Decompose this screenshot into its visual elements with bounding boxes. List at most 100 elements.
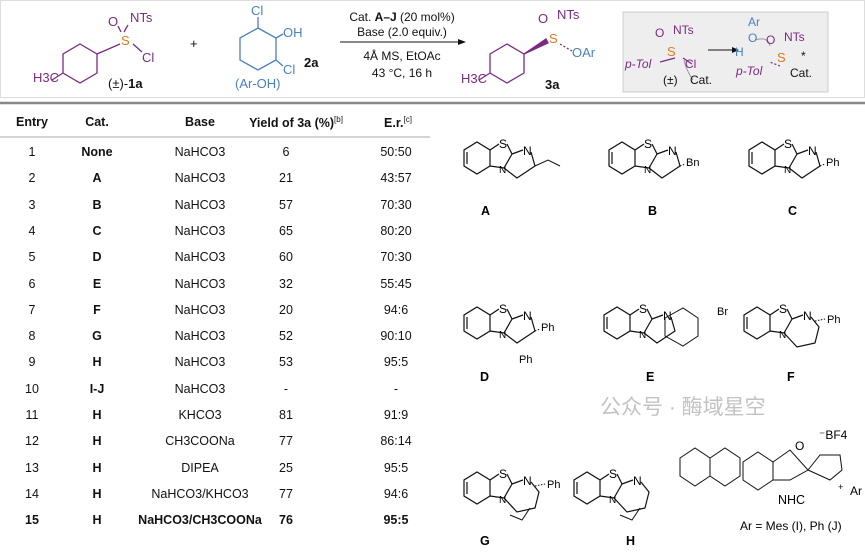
naphthyl-ring-2 — [709, 447, 741, 487]
nhc-label: NHC — [778, 493, 805, 507]
sulfur-atom: S — [609, 467, 617, 481]
r2-oh: OH — [283, 25, 303, 40]
hashed-bond — [534, 483, 546, 487]
nhc-structure — [742, 449, 843, 491]
cell-cat: H — [92, 355, 102, 370]
m-o2: O — [748, 31, 758, 45]
sulfur-atom: S — [499, 137, 507, 151]
cell-er: 94:6 — [383, 486, 409, 501]
cond-suffix: (20 mol%) — [396, 10, 455, 24]
sulfur-atom: S — [779, 302, 787, 316]
cell-yield: 60 — [279, 250, 293, 265]
cell-entry: 11 — [25, 408, 39, 422]
cell-cat: H — [92, 434, 102, 449]
cell-cat: E — [92, 276, 102, 291]
cell-base: NaHCO3 — [174, 171, 226, 186]
nitrogen-atom: N — [523, 309, 532, 323]
indane-ring — [664, 307, 699, 347]
sulfur-atom: S — [639, 302, 647, 316]
positive-charge: + — [838, 482, 843, 492]
p-label: 3a — [545, 77, 560, 92]
nitrogen-atom: N — [779, 330, 786, 341]
p-s: S — [549, 31, 558, 46]
cell-entry: 5 — [28, 250, 36, 265]
nitrogen-atom: N — [523, 144, 532, 158]
m-s: S — [667, 44, 676, 59]
cell-yield: 76 — [279, 513, 293, 528]
cell-base: DIPEA — [181, 460, 219, 475]
bromo-substituent: Br — [717, 306, 728, 318]
cell-entry: 13 — [25, 460, 39, 475]
p-h3c: H3C — [461, 71, 488, 86]
cell-entry: 7 — [28, 302, 36, 317]
condition-base: Base (2.0 equiv.) — [357, 25, 447, 39]
catalyst-label-H: H — [626, 534, 635, 548]
cell-yield: 57 — [279, 197, 293, 212]
sulfur-atom: S — [784, 137, 792, 151]
cell-er: 94:6 — [383, 302, 409, 317]
m-o3: O — [766, 33, 776, 47]
cell-cat: None — [81, 145, 113, 159]
cell-cat: H — [92, 408, 102, 422]
m-ptol2: p-Tol — [736, 64, 763, 78]
cell-cat: F — [93, 302, 101, 317]
nitrogen-atom: N — [523, 474, 532, 488]
cell-entry: 8 — [28, 329, 36, 344]
nitrogen-atom: N — [499, 165, 506, 176]
condition-catalyst: Cat. A–J (20 mol%) — [349, 10, 454, 24]
cell-er: 95:5 — [383, 460, 409, 475]
nitrogen-atom: N — [668, 144, 677, 158]
hashed-bond — [534, 328, 541, 332]
cell-cat: H — [92, 513, 102, 528]
m-nts2: NTs — [784, 30, 805, 44]
cell-er: 43:57 — [380, 171, 412, 186]
header-er-text: E.r. — [384, 116, 404, 130]
header-yield-text: Yield of 3a (%) — [249, 116, 335, 130]
sulfur-atom: S — [499, 302, 507, 316]
nitrogen-atom: N — [644, 165, 651, 176]
cell-yield: 65 — [279, 223, 293, 238]
cell-er: 55:45 — [380, 276, 412, 291]
catalyst-label-C: C — [788, 204, 797, 218]
cell-yield: 20 — [279, 302, 293, 317]
r1-label-num: 1a — [128, 76, 143, 91]
r2-cl-bottom: Cl — [283, 62, 296, 77]
cell-yield: 81 — [279, 408, 293, 422]
header-cat: Cat. — [85, 115, 109, 129]
cell-entry: 2 — [28, 171, 36, 186]
r1-cl: Cl — [142, 50, 155, 65]
cell-base: NaHCO3 — [174, 381, 226, 396]
cell-base: NaHCO3/KHCO3 — [151, 486, 249, 501]
cell-yield: - — [283, 381, 289, 396]
header-base: Base — [185, 115, 215, 129]
cell-entry: 15 — [25, 513, 39, 528]
cell-er: 80:20 — [380, 223, 412, 238]
cell-base: NaHCO3 — [174, 145, 226, 159]
aryl-substituent: Ar — [850, 484, 862, 498]
r1-s: S — [121, 33, 130, 48]
cell-cat: A — [92, 171, 102, 186]
sulfur-atom: S — [499, 467, 507, 481]
m-star: * — [801, 49, 806, 63]
cell-er: 70:30 — [380, 197, 412, 212]
isopropyl-group — [619, 507, 641, 521]
cell-base: NaHCO3 — [174, 302, 226, 317]
header-yield: Yield of 3a (%)[b] — [249, 115, 343, 130]
plus-sign: + — [190, 36, 198, 51]
cell-er: 86:14 — [380, 434, 412, 449]
cell-entry: 6 — [28, 276, 36, 291]
oxygen-atom: O — [795, 439, 804, 453]
condition-temp: 43 °C, 16 h — [371, 66, 433, 80]
catalyst-label-F: F — [787, 370, 795, 384]
mechanism-arrow-head — [732, 47, 739, 53]
cell-base: NaHCO3 — [174, 197, 226, 212]
m-cl: Cl — [685, 57, 697, 71]
cond-cat-range: A–J — [374, 10, 397, 24]
cell-cat: I-J — [89, 381, 105, 396]
mechanism-box — [622, 11, 829, 93]
cell-base: NaHCO3 — [174, 250, 226, 265]
nitrogen-atom: N — [663, 309, 672, 323]
cell-cat: H — [92, 460, 102, 475]
cell-entry: 14 — [25, 486, 39, 501]
cell-yield: 77 — [279, 434, 293, 449]
